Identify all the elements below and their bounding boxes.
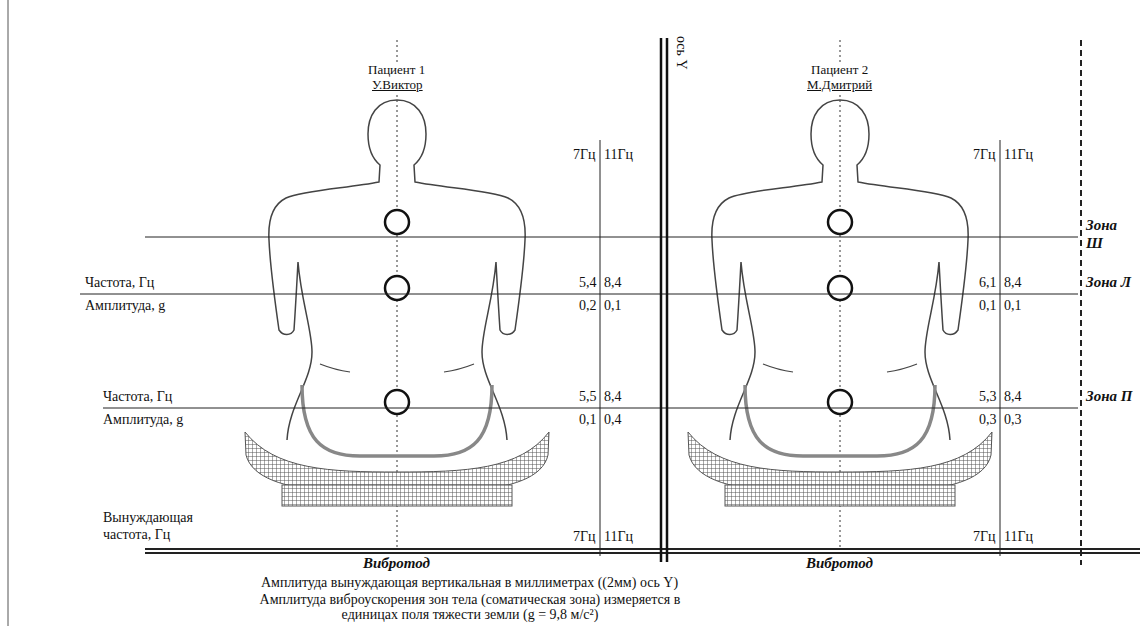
frequency-header: 7Гц [573, 146, 596, 163]
border-line [8, 0, 9, 626]
axis-line [661, 38, 667, 562]
table-cell: 0,1 [1004, 297, 1022, 314]
table-cell: 0,4 [604, 411, 622, 428]
row-label: Амплитуда, g [103, 411, 183, 428]
patient-name: М.Дмитрий [805, 77, 874, 92]
caption-line: Амплитуда виброускорения зон тела (сомат… [240, 592, 700, 622]
zone-lines [80, 237, 1078, 408]
zone-label: Зона Л [1086, 273, 1136, 291]
table-cell: 8,4 [1004, 274, 1022, 291]
zone-label: Зона Ш [1086, 216, 1136, 252]
device-label: Вибротод [363, 555, 430, 572]
table-cell: 0,1 [979, 297, 997, 314]
row-label: Частота, Гц [85, 274, 154, 291]
table-cell: 5,4 [579, 274, 597, 291]
caption-line: Амплитуда вынуждающая вертикальная в мил… [261, 575, 678, 590]
axis-label: ось Y [673, 36, 690, 70]
table-cell: 8,4 [604, 388, 622, 405]
frequency-label: 11Гц [604, 528, 633, 545]
base-line [145, 549, 1140, 553]
row-label: Частота, Гц [103, 388, 172, 405]
table-cell: 0,1 [579, 411, 597, 428]
frequency-label: 11Гц [1004, 528, 1033, 545]
zone-label: Зона П [1086, 387, 1136, 405]
table-cell: 0,3 [1004, 411, 1022, 428]
table-cell: 0,1 [604, 297, 622, 314]
table-cell: 5,3 [979, 388, 997, 405]
frequency-header: 7Гц [973, 146, 996, 163]
table-cell: 8,4 [604, 274, 622, 291]
frequency-header: 11Гц [1004, 146, 1033, 163]
table-cell: 6,1 [979, 274, 997, 291]
frequency-label: 7Гц [573, 528, 596, 545]
patient-name: У.Виктор [370, 77, 425, 92]
dashed-line [1080, 40, 1082, 565]
table-cell: 8,4 [1004, 388, 1022, 405]
table-cell: 0,2 [579, 297, 597, 314]
row-label: Вынуждающая частота, Гц [103, 509, 221, 543]
table-cell: 5,5 [579, 388, 597, 405]
row-label: Амплитуда, g [85, 297, 165, 314]
frequency-label: 7Гц [973, 528, 996, 545]
patient-label: Пациент 1 [366, 62, 427, 77]
patient-label: Пациент 2 [809, 62, 870, 77]
frequency-header: 11Гц [604, 146, 633, 163]
device-label: Вибротод [806, 555, 873, 572]
table-cell: 0,3 [979, 411, 997, 428]
